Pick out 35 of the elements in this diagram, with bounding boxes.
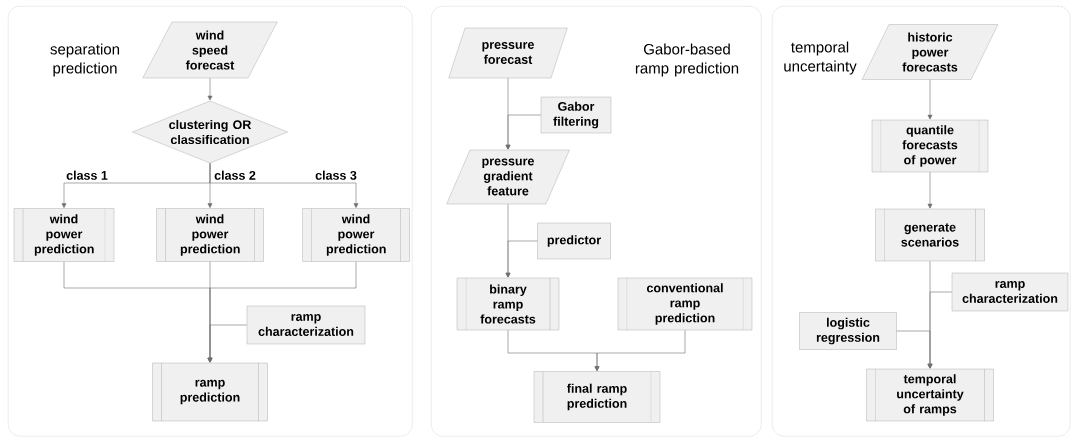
input-box: logistic regression bbox=[799, 312, 897, 350]
input-box: ramp characterization bbox=[951, 272, 1069, 312]
arrow bbox=[927, 79, 933, 120]
arrow bbox=[207, 324, 248, 363]
process-box: temporal uncertainty of ramps bbox=[866, 368, 994, 422]
edge-label: class 3 bbox=[315, 170, 357, 180]
arrow bbox=[505, 240, 538, 278]
panel-heading: temporal uncertainty bbox=[784, 41, 857, 75]
process-box: generate scenarios bbox=[875, 208, 985, 262]
process-box: final ramp prediction bbox=[533, 371, 661, 423]
panel-heading: separation prediction bbox=[50, 43, 120, 77]
input-box: ramp characterization bbox=[246, 305, 366, 345]
process-box: ramp prediction bbox=[152, 362, 268, 422]
data-parallelogram: historic power forecasts bbox=[861, 24, 999, 80]
input-box: predictor bbox=[537, 222, 611, 260]
arrow bbox=[594, 329, 686, 371]
edge-label: class 2 bbox=[214, 170, 256, 180]
process-box: conventional ramp prediction bbox=[617, 277, 753, 331]
arrow bbox=[209, 163, 359, 208]
edge-label: class 1 bbox=[66, 170, 108, 180]
process-box: quantile forecasts of power bbox=[871, 119, 989, 173]
process-box: wind power prediction bbox=[302, 208, 410, 262]
arrow bbox=[896, 330, 933, 369]
panel-heading: Gabor-based ramp prediction bbox=[635, 43, 739, 77]
input-box: Gabor filtering bbox=[540, 96, 612, 134]
arrow bbox=[927, 171, 933, 209]
data-parallelogram: pressure forecast bbox=[448, 27, 568, 79]
data-parallelogram: pressure gradient feature bbox=[446, 149, 570, 205]
data-parallelogram: wind speed forecast bbox=[142, 21, 278, 79]
process-box: binary ramp forecasts bbox=[456, 277, 560, 331]
arrow bbox=[207, 77, 213, 101]
arrow bbox=[505, 114, 542, 150]
process-box: wind power prediction bbox=[13, 208, 115, 262]
node-label: wind power prediction bbox=[326, 214, 386, 256]
process-box: wind power prediction bbox=[156, 208, 264, 262]
